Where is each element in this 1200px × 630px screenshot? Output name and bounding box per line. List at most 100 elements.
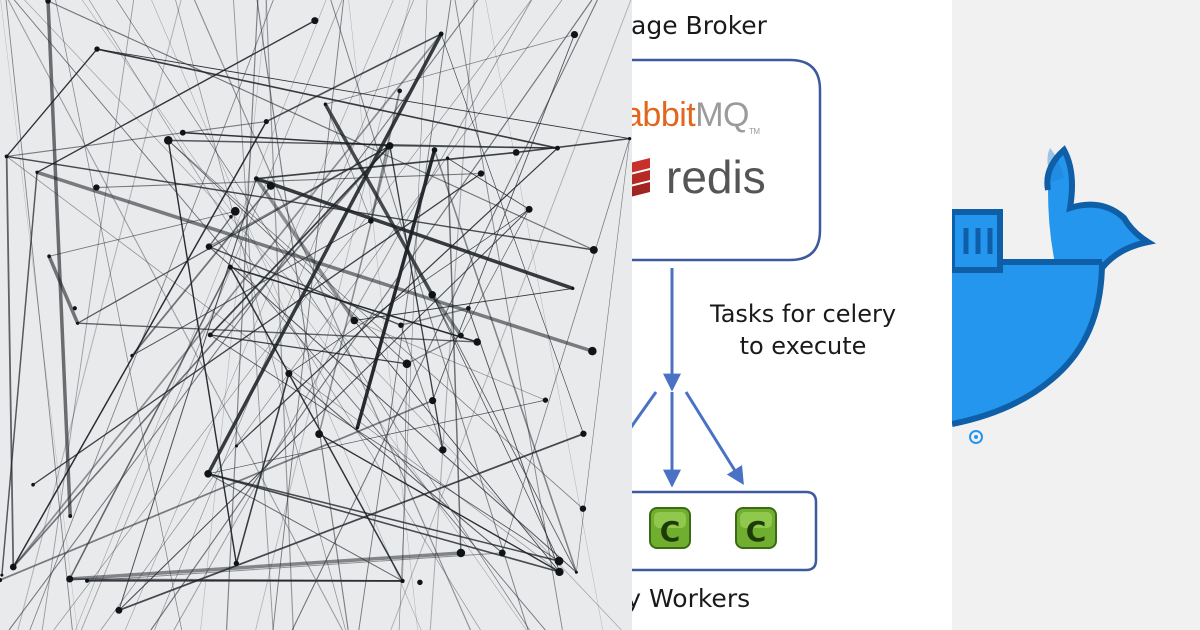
network-strand: [6, 121, 267, 157]
branch-arrow-right: [684, 391, 744, 486]
rabbitmq-text-part1: abbit: [632, 96, 696, 134]
network-knot: [445, 156, 450, 160]
network-strand: [230, 266, 478, 343]
network-strand: [354, 320, 546, 401]
network-knot: [512, 149, 520, 156]
network-strand: [12, 121, 267, 568]
broker-box: [632, 58, 822, 262]
workers-box: [632, 490, 818, 572]
network-strand: [454, 0, 563, 630]
network-knot: [0, 573, 4, 577]
network-knot: [428, 290, 437, 299]
network-strand: [208, 399, 546, 475]
network-knot: [570, 30, 579, 39]
network-strand: [400, 307, 469, 326]
network-strand: [41, 0, 135, 630]
network-strand: [233, 0, 274, 630]
celery-icon: [649, 507, 691, 549]
network-knot: [368, 218, 374, 224]
network-knot: [35, 170, 39, 174]
network-strand: [0, 0, 78, 630]
redis-label: redis: [666, 151, 766, 203]
network-knot: [230, 206, 240, 216]
network-knot: [438, 31, 444, 37]
celery-c-glyph-1: C: [660, 515, 681, 548]
network-knot: [580, 430, 587, 437]
network-knot: [579, 505, 587, 512]
network-strand: [77, 322, 478, 343]
network-strand: [154, 0, 414, 630]
workers-title: ry Workers: [632, 584, 751, 613]
network-strand: [429, 0, 475, 630]
network-strand: [193, 0, 471, 630]
network-knot: [355, 426, 359, 430]
broker-title: sage Broker: [632, 11, 767, 40]
diagram-shapes: C C: [632, 58, 822, 572]
network-strand: [100, 0, 563, 630]
network-knot: [555, 145, 560, 151]
network-strand: [168, 140, 584, 509]
network-strand: [32, 172, 482, 486]
network-knot: [417, 579, 423, 586]
network-knot: [66, 575, 74, 583]
network-strand: [81, 0, 527, 630]
network-strand: [17, 0, 182, 630]
network-knot: [525, 205, 533, 213]
network-strand: [208, 246, 577, 573]
network-knot: [205, 243, 213, 250]
network-strand: [516, 137, 630, 154]
network-knot: [253, 176, 259, 182]
network-strand: [53, 0, 532, 630]
docker-logo-panel: [952, 0, 1200, 630]
network-strand: [325, 104, 372, 222]
network-knot: [400, 578, 405, 584]
network-knot: [229, 215, 233, 219]
network-strand: [96, 172, 482, 189]
network-strand: [348, 0, 418, 630]
network-strand: [318, 145, 391, 435]
network-strand: [460, 209, 530, 336]
network-strand: [118, 178, 257, 611]
network-knot: [397, 88, 402, 94]
network-strand: [167, 140, 238, 564]
network-strand: [5, 0, 73, 630]
tasks-line-2: to execute: [739, 332, 867, 360]
rabbitmq-text-part2: MQ: [695, 96, 750, 134]
network-strand: [200, 0, 268, 630]
network-strand: [6, 155, 594, 251]
network-strand: [36, 20, 316, 173]
network-strand: [8, 0, 479, 630]
network-knot: [163, 136, 173, 145]
network-knot: [68, 514, 73, 518]
network-strand: [318, 433, 560, 573]
network-knot: [207, 332, 213, 338]
network-knot: [93, 184, 100, 191]
network-strand: [236, 147, 558, 447]
network-knot: [72, 306, 77, 311]
network-strand: [288, 373, 503, 554]
network-knot: [263, 118, 269, 125]
network-strand: [354, 320, 560, 573]
network-strand: [150, 0, 593, 630]
network-strand: [124, 0, 394, 630]
network-knot: [477, 170, 485, 177]
network-knot: [439, 446, 447, 454]
network-strand: [389, 145, 558, 149]
network-knot: [554, 556, 564, 566]
network-strand: [354, 287, 573, 321]
network-strand: [131, 220, 372, 357]
network-strand: [46, 0, 72, 517]
network-knot: [431, 147, 438, 153]
network-knot: [227, 264, 233, 270]
network-strand: [55, 0, 183, 630]
network-strand: [209, 334, 560, 562]
network-strand: [29, 0, 274, 630]
network-strand: [80, 0, 343, 630]
rabbitmq-trademark: TM: [749, 126, 760, 136]
network-knot: [386, 142, 394, 150]
network-strand: [400, 325, 444, 451]
network-strand: [36, 170, 593, 353]
network-knot: [94, 46, 100, 52]
network-knot: [398, 322, 404, 328]
network-strand: [255, 0, 411, 630]
